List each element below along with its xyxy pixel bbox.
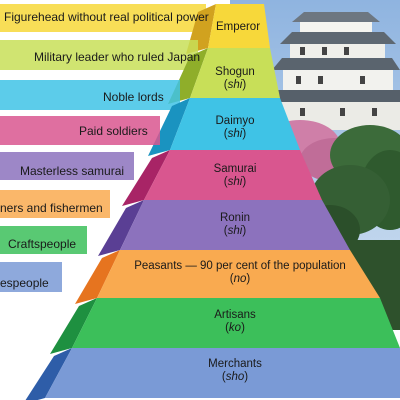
- tier-shogun: Shogun (shi): [215, 66, 255, 91]
- label-band-2: [0, 80, 180, 110]
- label-band-7: [0, 262, 62, 292]
- tier-samurai: Samurai (shi): [213, 163, 257, 188]
- tier-term: shi: [227, 225, 243, 237]
- tier-face-0: [208, 4, 270, 48]
- tier-term: ko: [228, 322, 242, 334]
- tier-ronin: Ronin (shi): [219, 212, 251, 237]
- tier-term: shi: [227, 79, 243, 91]
- tier-face-3: [144, 150, 322, 200]
- tier-name: Daimyo: [215, 115, 255, 127]
- desc-shogun: Military leader who ruled Japan: [34, 50, 201, 64]
- desc-artisans: Craftspeople: [8, 237, 77, 251]
- tier-face-2: [170, 98, 300, 150]
- label-band-4: [0, 152, 134, 180]
- desc-ronin: Masterless samurai: [20, 164, 125, 178]
- tier-name: Merchants: [208, 358, 262, 370]
- tier-peasants: Peasants — 90 per cent of the population…: [134, 260, 346, 285]
- label-band-0: [0, 4, 206, 32]
- tier-face-4: [120, 200, 350, 250]
- desc-daimyo: Noble lords: [103, 90, 164, 104]
- side-face-3: [122, 150, 170, 206]
- tier-term: no: [233, 273, 247, 285]
- label-band-6: [0, 226, 87, 254]
- desc-samurai: Paid soldiers: [79, 124, 148, 138]
- side-face-4: [98, 200, 144, 256]
- tier-term: sho: [225, 371, 245, 383]
- tier-name: Ronin: [219, 212, 251, 224]
- tier-face-1: [190, 48, 280, 98]
- side-face-6: [50, 298, 97, 354]
- tier-name: Shogun: [215, 66, 255, 78]
- tier-daimyo: Daimyo (shi): [215, 115, 255, 140]
- tier-face-7: [45, 348, 400, 398]
- side-face-7: [25, 348, 72, 400]
- tier-name: Emperor: [215, 21, 261, 33]
- label-band-1: [0, 40, 198, 70]
- label-band-3: [0, 116, 160, 145]
- label-band-5: [0, 190, 110, 218]
- tier-name: Samurai: [213, 163, 257, 175]
- tier-emperor: Emperor: [198, 21, 278, 34]
- tier-term: shi: [227, 176, 243, 188]
- tier-name: Peasants — 90 per cent of the population: [134, 260, 346, 272]
- tier-term: shi: [227, 128, 243, 140]
- desc-peasants: ners and fishermen: [0, 201, 103, 215]
- side-face-5: [75, 250, 120, 304]
- tier-artisans: Artisans (ko): [214, 309, 256, 334]
- tier-face-5: [97, 250, 380, 298]
- tier-merchants: Merchants (sho): [208, 358, 262, 383]
- desc-emperor: Figurehead without real political power: [4, 10, 209, 24]
- tier-name: Artisans: [214, 309, 256, 321]
- desc-merchants: espeople: [0, 276, 49, 290]
- tier-face-6: [72, 298, 400, 348]
